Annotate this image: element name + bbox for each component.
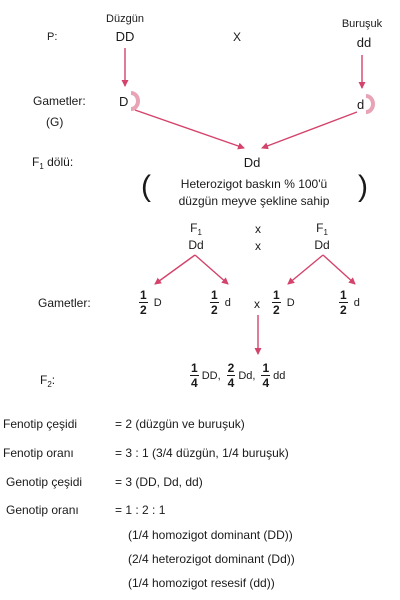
f1-cross-symbol-2: x (255, 239, 261, 253)
arrow-f1-left-to-gamete-1 (154, 254, 196, 285)
f1-gametes-cross-symbol: x (254, 297, 260, 311)
f2-label: F2: (40, 373, 56, 389)
right-parent-genotype: dd (356, 35, 372, 50)
f1-cross-symbol-1: x (255, 222, 261, 236)
ratio-detail-3: (1/4 homozigot resesif (dd)) (128, 576, 275, 590)
arrow-f1-left-to-gamete-2 (194, 254, 229, 285)
summary-genotype-types-value: = 3 (DD, Dd, dd) (115, 475, 203, 489)
ratio-detail-1: (1/4 homozigot dominant (DD)) (128, 528, 293, 542)
f1-genotype: Dd (243, 155, 261, 170)
summary-genotype-ratio-label: Genotip oranı (6, 503, 79, 517)
f1-cross-left-genotype: Dd (188, 238, 204, 252)
left-gamete: D (119, 94, 129, 109)
note-right-paren: ) (358, 170, 368, 203)
parents-cross-symbol: X (233, 30, 242, 44)
right-gamete: d (357, 97, 365, 112)
f1-note-line-1: Heterozigot baskın % 100'ü (180, 177, 328, 191)
summary-phenotype-types-label: Fenotip çeşidi (3, 417, 78, 431)
arrow-right-gamete-to-f1 (261, 111, 358, 150)
summary-genotype-ratio-value: = 1 : 2 : 1 (115, 503, 166, 517)
left-parent-genotype: DD (115, 29, 135, 44)
right-parent-name: Buruşuk (341, 18, 383, 30)
summary-genotype-types-label: Genotip çeşidi (6, 475, 83, 489)
arrow-f1-right-to-gamete-2 (322, 254, 356, 285)
gametes-sublabel: (G) (46, 115, 64, 129)
gamete-ring-right (365, 94, 375, 114)
f1-cross-right-genotype: Dd (314, 238, 330, 252)
gametes-label: Gametler: (33, 94, 86, 108)
summary-phenotype-ratio-value: = 3 : 1 (3/4 düzgün, 1/4 buruşuk) (115, 446, 289, 460)
summary-phenotype-ratio-label: Fenotip oranı (3, 446, 74, 460)
gamete-ring-left (130, 91, 140, 111)
ratio-detail-2: (2/4 heterozigot dominant (Dd)) (128, 552, 295, 566)
parents-label: P: (47, 31, 58, 43)
note-left-paren: ( (141, 170, 151, 203)
f1-gametes-label: Gametler: (38, 296, 91, 310)
f1-note-line-2: düzgün meyve şekline sahip (178, 194, 330, 208)
summary-phenotype-types-value: = 2 (düzgün ve buruşuk) (115, 417, 245, 431)
f1-label: F1 dölü: (32, 155, 74, 171)
f1-cross-left-label: F1 (190, 221, 202, 237)
left-parent-name: Düzgün (106, 13, 144, 25)
arrow-left-gamete-to-f1 (134, 109, 245, 150)
arrow-f1-right-to-gamete-1 (287, 254, 324, 285)
f1-cross-right-label: F1 (316, 221, 328, 237)
